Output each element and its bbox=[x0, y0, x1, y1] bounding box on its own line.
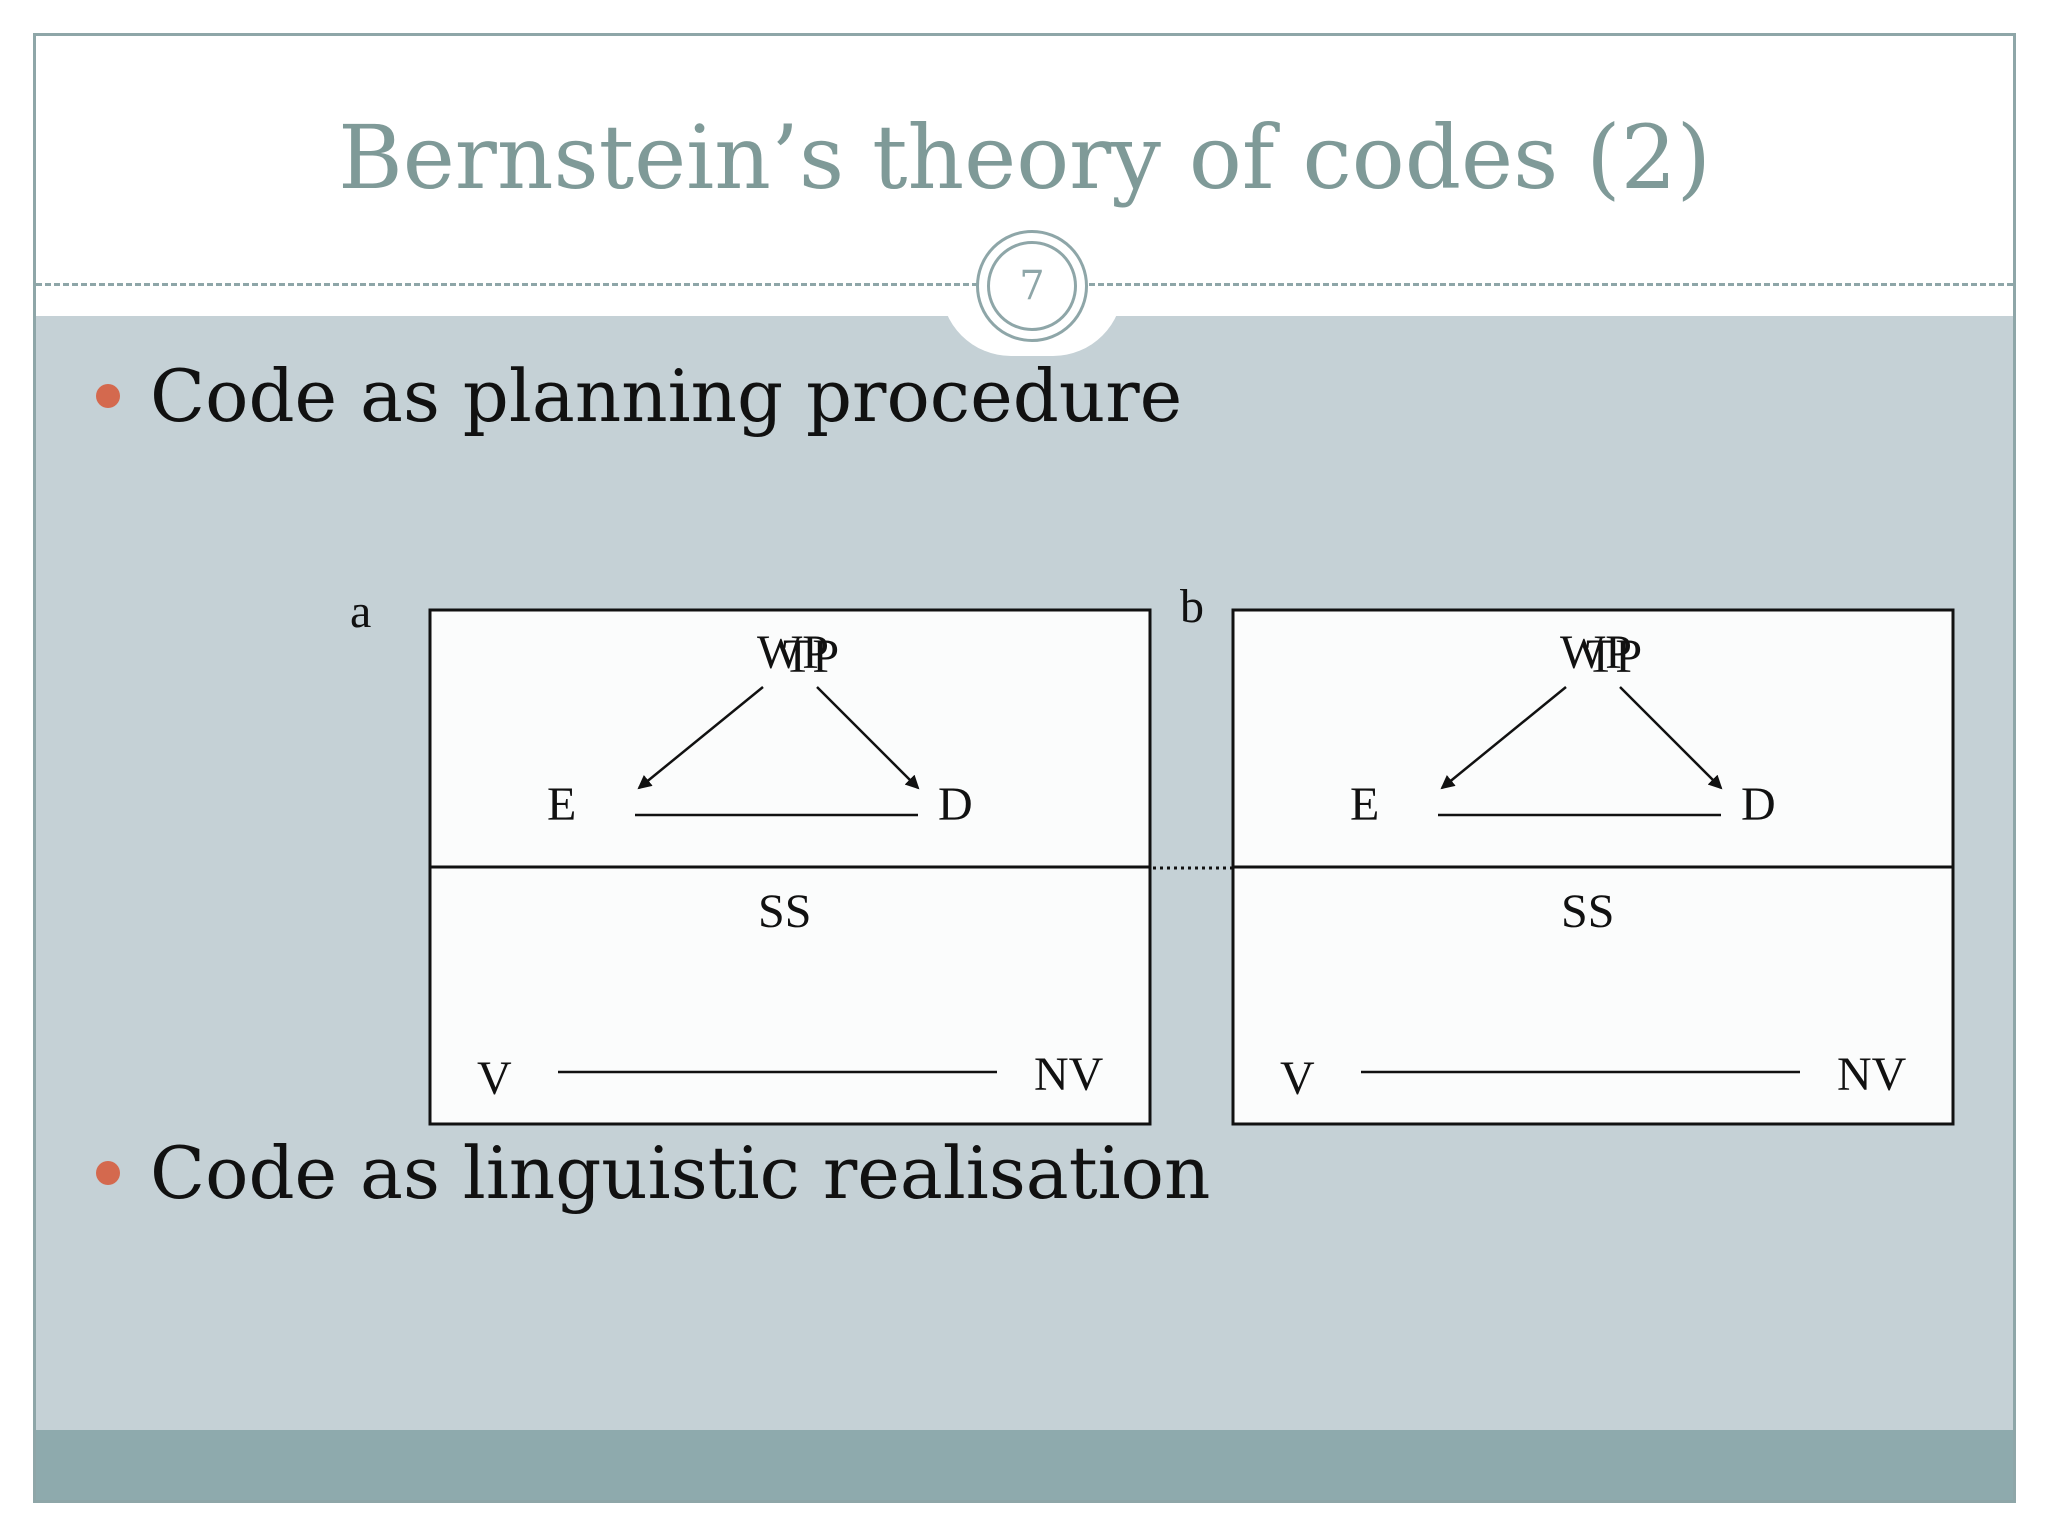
page-number: 7 bbox=[987, 241, 1077, 331]
label-ss: SS bbox=[1561, 885, 1614, 938]
label-nv: NV bbox=[1034, 1048, 1104, 1101]
bullet-dot-icon bbox=[96, 384, 120, 408]
label-d: D bbox=[938, 778, 973, 831]
diagram-panel-a: a WP TP E D SS V NV bbox=[350, 585, 1152, 1126]
panel-caption: b bbox=[1180, 580, 1204, 633]
bullet-item: Code as planning procedure bbox=[96, 354, 1182, 438]
label-ss: SS bbox=[758, 885, 811, 938]
arrow-to-d bbox=[816, 686, 920, 790]
label-e: E bbox=[547, 778, 576, 831]
label-nv: NV bbox=[1837, 1048, 1907, 1101]
label-tp: TP bbox=[783, 630, 839, 683]
label-wp: WP bbox=[1560, 626, 1632, 679]
diagram-panel-b: b WP TP E D SS V NV bbox=[1180, 580, 1955, 1126]
label-v: V bbox=[477, 1052, 512, 1105]
label-tp: TP bbox=[1586, 630, 1642, 683]
bullet-dot-icon bbox=[96, 1161, 120, 1185]
bullet-text: Code as planning procedure bbox=[150, 354, 1183, 438]
panel-caption: a bbox=[350, 585, 371, 638]
slide-footer-bar bbox=[36, 1430, 2013, 1500]
arrow-to-d bbox=[1619, 686, 1723, 790]
arrow-to-e bbox=[1440, 686, 1567, 790]
slide-header: Bernstein’s theory of codes (2) 7 bbox=[36, 36, 2013, 356]
label-wp: WP bbox=[757, 626, 829, 679]
bullet-item: Code as linguistic realisation bbox=[96, 1131, 1210, 1215]
page-number-badge: 7 bbox=[976, 230, 1088, 342]
label-d: D bbox=[1741, 778, 1776, 831]
slide-title: Bernstein’s theory of codes (2) bbox=[338, 106, 1711, 209]
arrow-to-e bbox=[637, 686, 764, 790]
label-e: E bbox=[1350, 778, 1379, 831]
label-v: V bbox=[1280, 1052, 1315, 1105]
bullet-text: Code as linguistic realisation bbox=[150, 1131, 1211, 1215]
